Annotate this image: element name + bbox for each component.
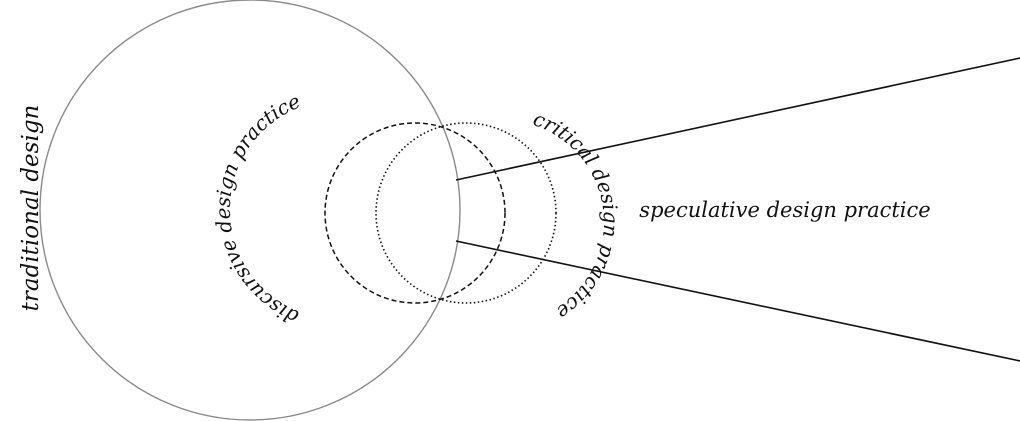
traditional-design-circle (39, 0, 461, 421)
discursive-design-circle (324, 122, 506, 304)
discursive-design-label-path: discursive design practice (211, 89, 304, 330)
critical-design-circle (375, 122, 557, 304)
traditional-design-label: traditional design (18, 105, 44, 312)
critical-design-label-path: critical design practice (530, 106, 623, 324)
speculative-design-label: speculative design practice (639, 198, 930, 222)
discursive-design-label: discursive design practice (211, 89, 304, 330)
critical-design-label: critical design practice (530, 106, 623, 324)
speculative-cone-lower-line (455, 240, 1020, 362)
speculative-cone-upper-line (455, 57, 1020, 181)
